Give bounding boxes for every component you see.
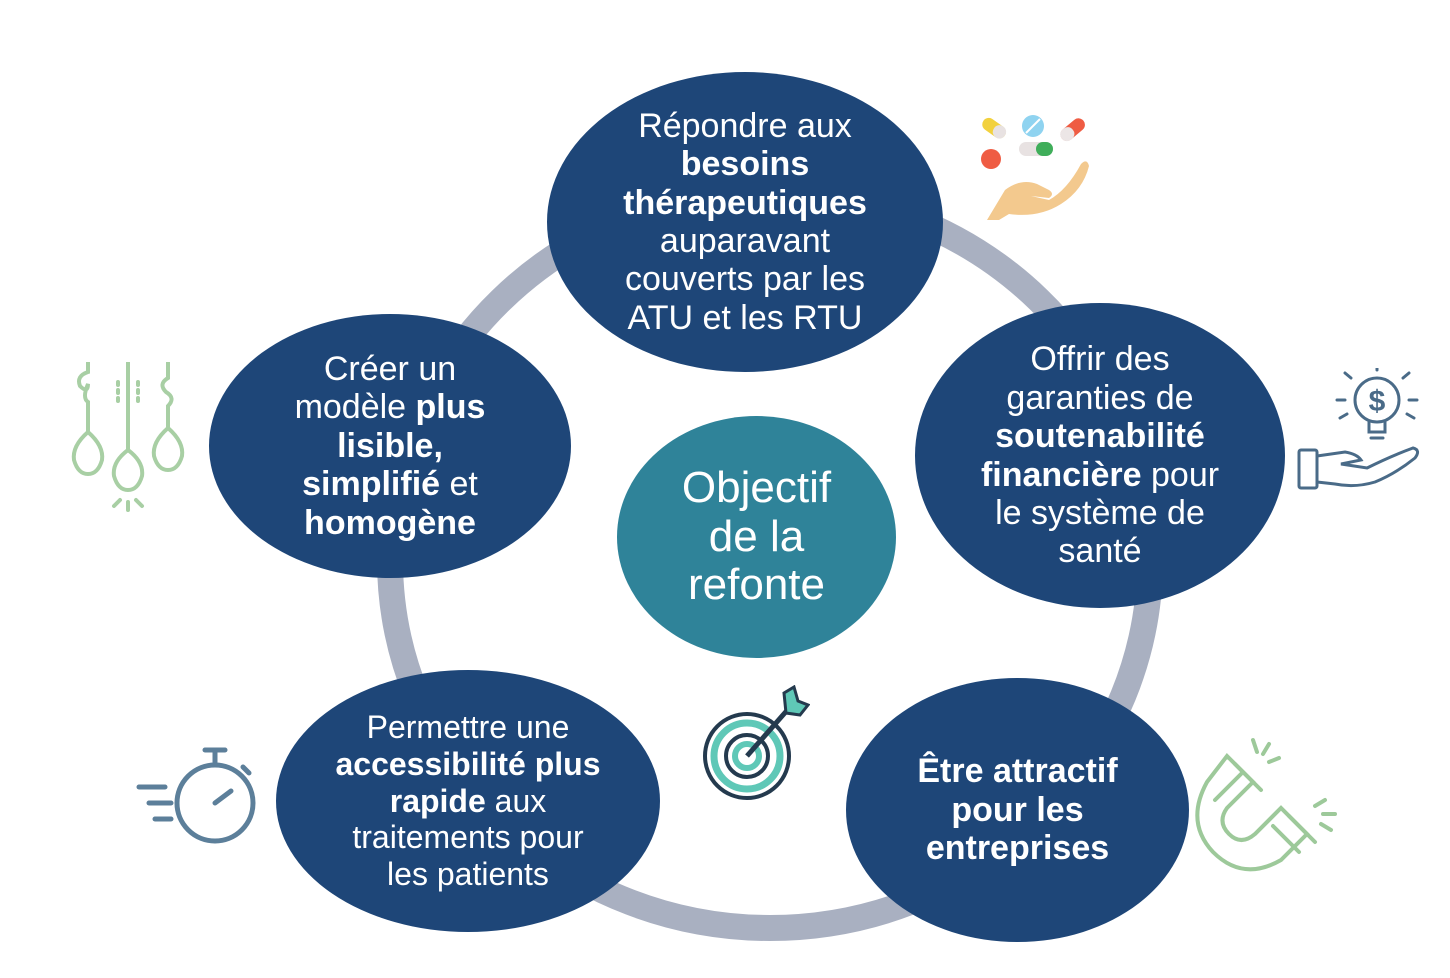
objective-therapeutic-needs: Répondre aux besoins thérapeutiques aupa… — [547, 72, 943, 372]
stopwatch-icon — [136, 747, 256, 844]
center-objective: Objectif de la refonte — [617, 416, 896, 658]
objective-financial-sustainability: Offrir des garanties de soutenabilité fi… — [915, 303, 1285, 608]
objective-simpler-model: Créer un modèle plus lisible, simplifié … — [209, 314, 571, 578]
magnet-icon — [1195, 738, 1337, 872]
target-icon — [703, 685, 810, 800]
objective-attractive-companies: Être attractif pour les entreprises — [846, 678, 1189, 942]
svg-text:$: $ — [1369, 385, 1386, 418]
hanging-bulbs-icon — [71, 362, 185, 512]
pills-hand-icon — [981, 115, 1089, 220]
dollar-bulb-hand-icon: $ — [1297, 368, 1420, 490]
objective-faster-access: Permettre une accessibilité plus rapide … — [276, 670, 660, 932]
